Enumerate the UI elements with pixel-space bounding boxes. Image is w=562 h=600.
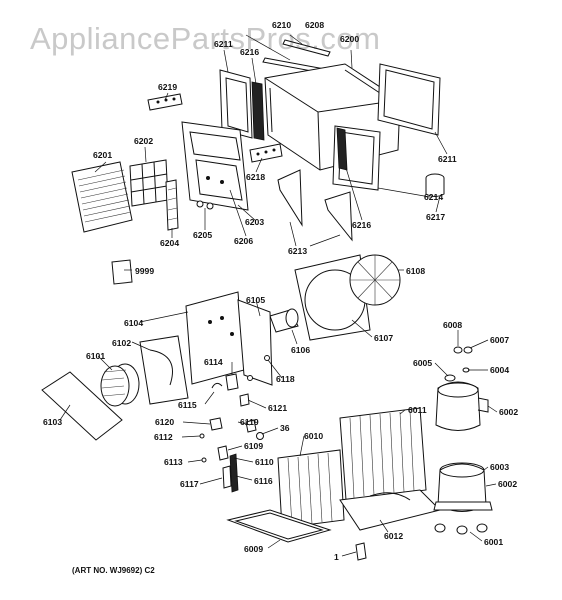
label-6217[interactable]: 6217 — [426, 212, 445, 222]
drain-pan-part[interactable] — [41, 371, 123, 441]
label-6116[interactable]: 6116 — [254, 476, 273, 486]
label-6104[interactable]: 6104 — [124, 318, 143, 328]
partition-part[interactable] — [237, 299, 273, 386]
label-6107[interactable]: 6107 — [374, 333, 393, 343]
label-6003[interactable]: 6003 — [490, 462, 509, 472]
bracket-part[interactable] — [277, 169, 353, 242]
label-6208[interactable]: 6208 — [305, 20, 324, 30]
label-6216-lower[interactable]: 6216 — [352, 220, 371, 230]
screw-1-part[interactable] — [355, 542, 367, 561]
label-6113[interactable]: 6113 — [164, 457, 183, 467]
label-6009[interactable]: 6009 — [244, 544, 263, 554]
watermark: AppliancePartsPros.com — [30, 21, 380, 56]
label-6109[interactable]: 6109 — [244, 441, 263, 451]
clamp-part[interactable] — [211, 382, 223, 389]
compressor-part[interactable] — [435, 381, 489, 431]
evaporator-coil-part[interactable] — [277, 449, 345, 529]
side-strip-part[interactable] — [165, 179, 179, 231]
label-6210[interactable]: 6210 — [272, 20, 291, 30]
compressor-lower-part[interactable] — [433, 462, 493, 512]
screw-part[interactable] — [247, 355, 270, 381]
label-6120[interactable]: 6120 — [155, 417, 174, 427]
side-panel-left-part[interactable] — [219, 69, 253, 139]
label-6110[interactable]: 6110 — [255, 457, 274, 467]
fan-motor-part[interactable] — [269, 308, 299, 333]
mounting-grommet-part[interactable] — [434, 523, 488, 535]
label-6103[interactable]: 6103 — [43, 417, 62, 427]
label-6211-right[interactable]: 6211 — [438, 154, 457, 164]
louver-part[interactable] — [147, 93, 183, 111]
capacitor-part[interactable] — [225, 373, 239, 391]
label-6012[interactable]: 6012 — [384, 531, 403, 541]
label-6115[interactable]: 6115 — [178, 400, 197, 410]
label-6118[interactable]: 6118 — [276, 374, 295, 384]
front-grille-part[interactable] — [71, 161, 133, 233]
label-6216-top[interactable]: 6216 — [240, 47, 259, 57]
label-6010[interactable]: 6010 — [304, 431, 323, 441]
label-6211-top[interactable]: 6211 — [214, 39, 233, 49]
art-number: (ART NO. WJ9692) C2 — [72, 566, 155, 575]
switch-part[interactable] — [199, 417, 264, 493]
label-6002-lower[interactable]: 6002 — [498, 479, 517, 489]
label-6002-upper[interactable]: 6002 — [499, 407, 518, 417]
label-6105[interactable]: 6105 — [246, 295, 265, 305]
manual-tag-part[interactable] — [111, 259, 133, 285]
label-6112[interactable]: 6112 — [154, 432, 173, 442]
label-9999[interactable]: 9999 — [135, 266, 154, 276]
leader-lines — [59, 34, 498, 557]
blower-housing-part[interactable] — [139, 335, 189, 405]
label-6203[interactable]: 6203 — [245, 217, 264, 227]
label-6101[interactable]: 6101 — [86, 351, 105, 361]
label-6200[interactable]: 6200 — [340, 34, 359, 44]
label-6005[interactable]: 6005 — [413, 358, 432, 368]
label-6007[interactable]: 6007 — [490, 335, 509, 345]
label-6201[interactable]: 6201 — [93, 150, 112, 160]
control-panel-part[interactable] — [185, 291, 245, 385]
label-6114[interactable]: 6114 — [204, 357, 223, 367]
filter-strip-part[interactable] — [251, 81, 265, 141]
label-36[interactable]: 36 — [280, 423, 290, 433]
cap-part[interactable] — [425, 173, 445, 197]
condenser-fan-part[interactable] — [349, 254, 401, 306]
label-6202[interactable]: 6202 — [134, 136, 153, 146]
front-frame-part[interactable] — [181, 121, 249, 211]
label-6218[interactable]: 6218 — [246, 172, 265, 182]
grommet-part[interactable] — [444, 346, 473, 382]
air-filter-part[interactable] — [129, 159, 169, 207]
relay-part[interactable] — [239, 393, 250, 407]
gasket-frame-part[interactable] — [332, 125, 381, 191]
condenser-coil-part[interactable] — [339, 407, 427, 501]
label-1[interactable]: 1 — [334, 552, 339, 562]
label-6204[interactable]: 6204 — [160, 238, 179, 248]
control-strip-part[interactable] — [249, 143, 283, 163]
label-6214[interactable]: 6214 — [424, 192, 443, 202]
label-6004[interactable]: 6004 — [490, 365, 509, 375]
label-6108[interactable]: 6108 — [406, 266, 425, 276]
side-panel-right-part[interactable] — [377, 63, 441, 136]
label-6121[interactable]: 6121 — [268, 403, 287, 413]
label-6106[interactable]: 6106 — [291, 345, 310, 355]
knob-part[interactable] — [196, 200, 214, 210]
label-6011[interactable]: 6011 — [408, 405, 427, 415]
label-6219[interactable]: 6219 — [158, 82, 177, 92]
label-6213[interactable]: 6213 — [288, 246, 307, 256]
label-6205[interactable]: 6205 — [193, 230, 212, 240]
label-6119[interactable]: 6119 — [240, 417, 259, 427]
label-6008[interactable]: 6008 — [443, 320, 462, 330]
label-6117[interactable]: 6117 — [180, 479, 199, 489]
drip-tray-part[interactable] — [226, 509, 332, 543]
label-6102[interactable]: 6102 — [112, 338, 131, 348]
label-6001[interactable]: 6001 — [484, 537, 503, 547]
blower-wheel-part[interactable] — [100, 363, 140, 407]
label-6206[interactable]: 6206 — [234, 236, 253, 246]
